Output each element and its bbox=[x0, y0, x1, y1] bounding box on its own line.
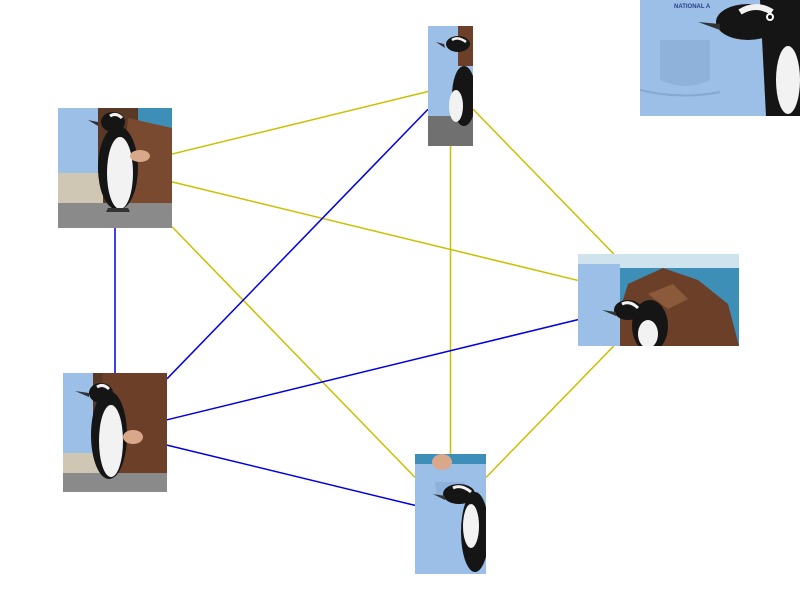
edge-n2-n5 bbox=[166, 444, 416, 507]
node-penguin-closeup-1 bbox=[428, 26, 473, 146]
edge-n0-n3 bbox=[171, 181, 579, 282]
edge-n1-n3 bbox=[472, 108, 615, 255]
edge-n0-n5 bbox=[171, 226, 416, 478]
penguin-rock-photo-icon bbox=[578, 254, 739, 346]
edge-n1-n2 bbox=[166, 108, 429, 380]
node-penguin-closeup-cropped: NATIONAL A bbox=[640, 0, 800, 116]
edge-n2-n3 bbox=[166, 318, 579, 421]
shirt-badge-text: NATIONAL A bbox=[674, 4, 711, 10]
node-penguin-rock bbox=[578, 254, 739, 346]
node-penguin-closeup-2 bbox=[415, 454, 486, 574]
penguin-handler-photo-icon bbox=[58, 108, 172, 228]
edge-n3-n5 bbox=[485, 345, 615, 478]
edge-n0-n1 bbox=[171, 90, 429, 155]
penguin-closeup-photo-icon: NATIONAL A bbox=[640, 0, 800, 116]
penguin-closeup-photo-icon bbox=[415, 454, 486, 574]
node-penguin-handler-1 bbox=[58, 108, 172, 228]
penguin-handler-photo-icon bbox=[63, 373, 167, 492]
node-penguin-handler-2 bbox=[63, 373, 167, 492]
penguin-closeup-photo-icon bbox=[428, 26, 473, 146]
